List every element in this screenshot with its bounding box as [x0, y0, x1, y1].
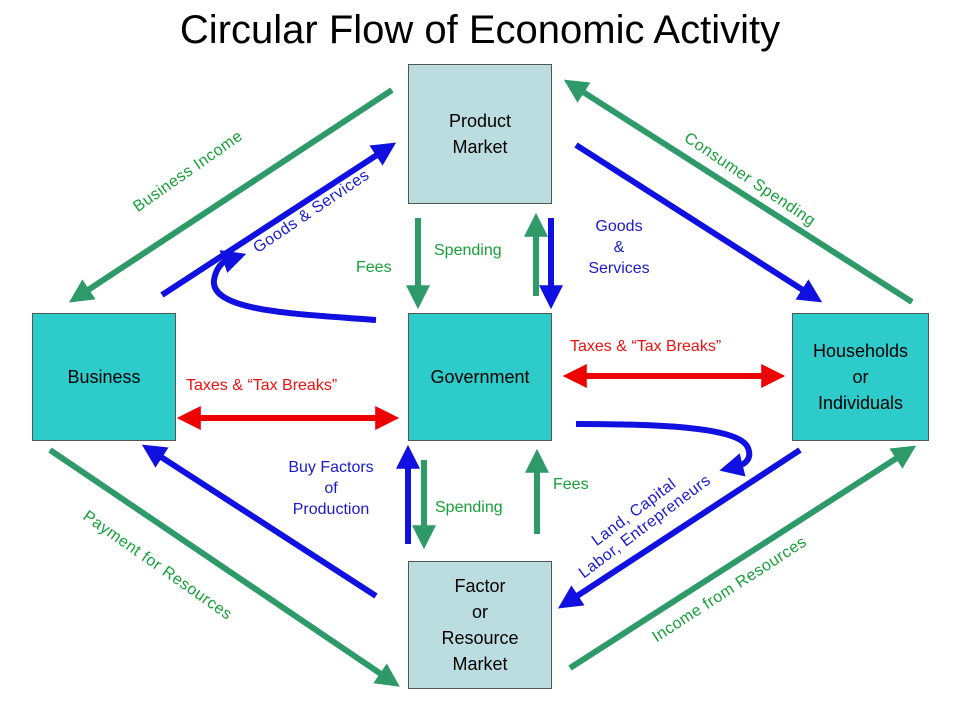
buy-factors-label: Buy Factors of Production [288, 459, 374, 518]
government-factors-curve-arrow [575, 421, 753, 477]
buy-factors-arrow [141, 444, 378, 599]
taxes-left-label: Taxes & “Tax Breaks” [186, 377, 338, 394]
consumer-spending-arrow [563, 79, 914, 305]
land-capital-to-factor-market-arrow [557, 447, 802, 609]
goods-services-to-households-arrow [574, 142, 823, 303]
factor-market-box: Factor or Resource Market [408, 561, 552, 689]
goods-services-to-product-market-arrow [160, 142, 397, 298]
income-resources-arrow [568, 445, 917, 671]
business-box: Business [32, 313, 176, 441]
fees-bottom-label: Fees [553, 476, 589, 493]
government-box: Government [408, 313, 552, 441]
spending-bottom-label: Spending [435, 499, 503, 516]
fees-top-label: Fees [356, 259, 392, 276]
government-goods-curve-arrow [210, 250, 377, 323]
page-title: Circular Flow of Economic Activity [179, 8, 781, 52]
business-income-arrow [68, 87, 394, 303]
payment-resources-arrow [48, 447, 400, 687]
spending-top-label: Spending [434, 242, 502, 259]
product-market-box: Product Market [408, 64, 552, 204]
goods-services-right-label: Goods & Services [588, 218, 650, 277]
taxes-right-label: Taxes & “Tax Breaks” [570, 338, 722, 355]
households-box: Households or Individuals [792, 313, 929, 441]
